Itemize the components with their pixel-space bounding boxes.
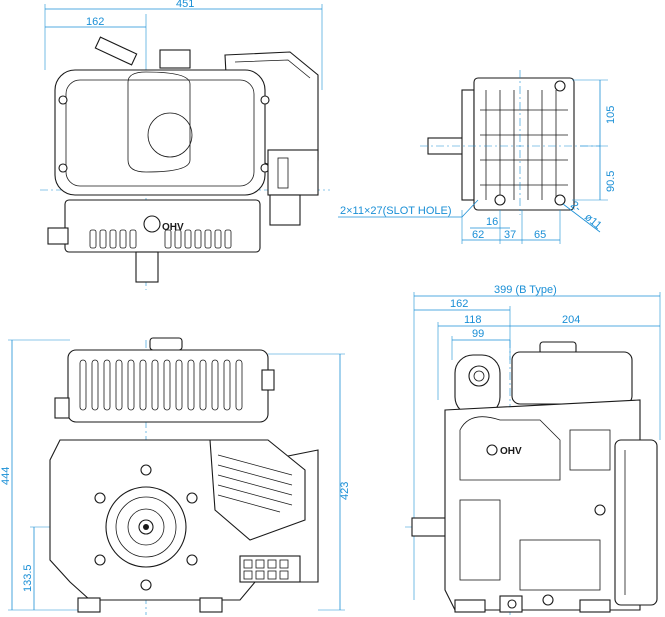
slot-offset-label: 16 [486, 216, 498, 228]
slot-hole-label: 2×11×27(SLOT HOLE) [340, 205, 452, 217]
front-grid [243, 559, 289, 580]
base-height-lower-label: 90.5 [605, 171, 617, 192]
top-width-label: 451 [176, 0, 194, 10]
base-ribs [480, 90, 568, 200]
base-37-label: 37 [504, 229, 516, 241]
front-view: 444 133.5 423 [0, 337, 351, 615]
cooling-fins-top [89, 229, 232, 249]
base-height-upper-label: 105 [605, 106, 617, 124]
base-65-label: 65 [534, 229, 546, 241]
side-118-label: 118 [464, 314, 482, 326]
side-view: 399 (B Type) 162 118 99 204 OHV [405, 284, 661, 615]
front-total-height-label: 444 [0, 467, 12, 485]
side-ohv-logo: OHV [500, 446, 522, 457]
front-tank-ribs [79, 359, 243, 411]
side-width-label: 399 (B Type) [494, 284, 557, 296]
base-view: 105 90.5 2×11×27(SLOT HOLE) 16 62 37 65 … [338, 70, 617, 244]
front-top-to-base-label: 423 [339, 482, 351, 500]
hole-diameter-label: ø11 [582, 211, 604, 232]
top-ohv-logo: OHV [162, 222, 184, 233]
side-162-label: 162 [450, 298, 468, 310]
front-head-fins [217, 454, 293, 513]
top-crank-offset-label: 162 [86, 16, 104, 28]
side-99-label: 99 [472, 328, 484, 340]
front-shaft-height-label: 133.5 [22, 564, 34, 592]
side-204-label: 204 [562, 314, 580, 326]
base-62-label: 62 [472, 229, 484, 241]
top-view: 451 162 [40, 0, 330, 290]
